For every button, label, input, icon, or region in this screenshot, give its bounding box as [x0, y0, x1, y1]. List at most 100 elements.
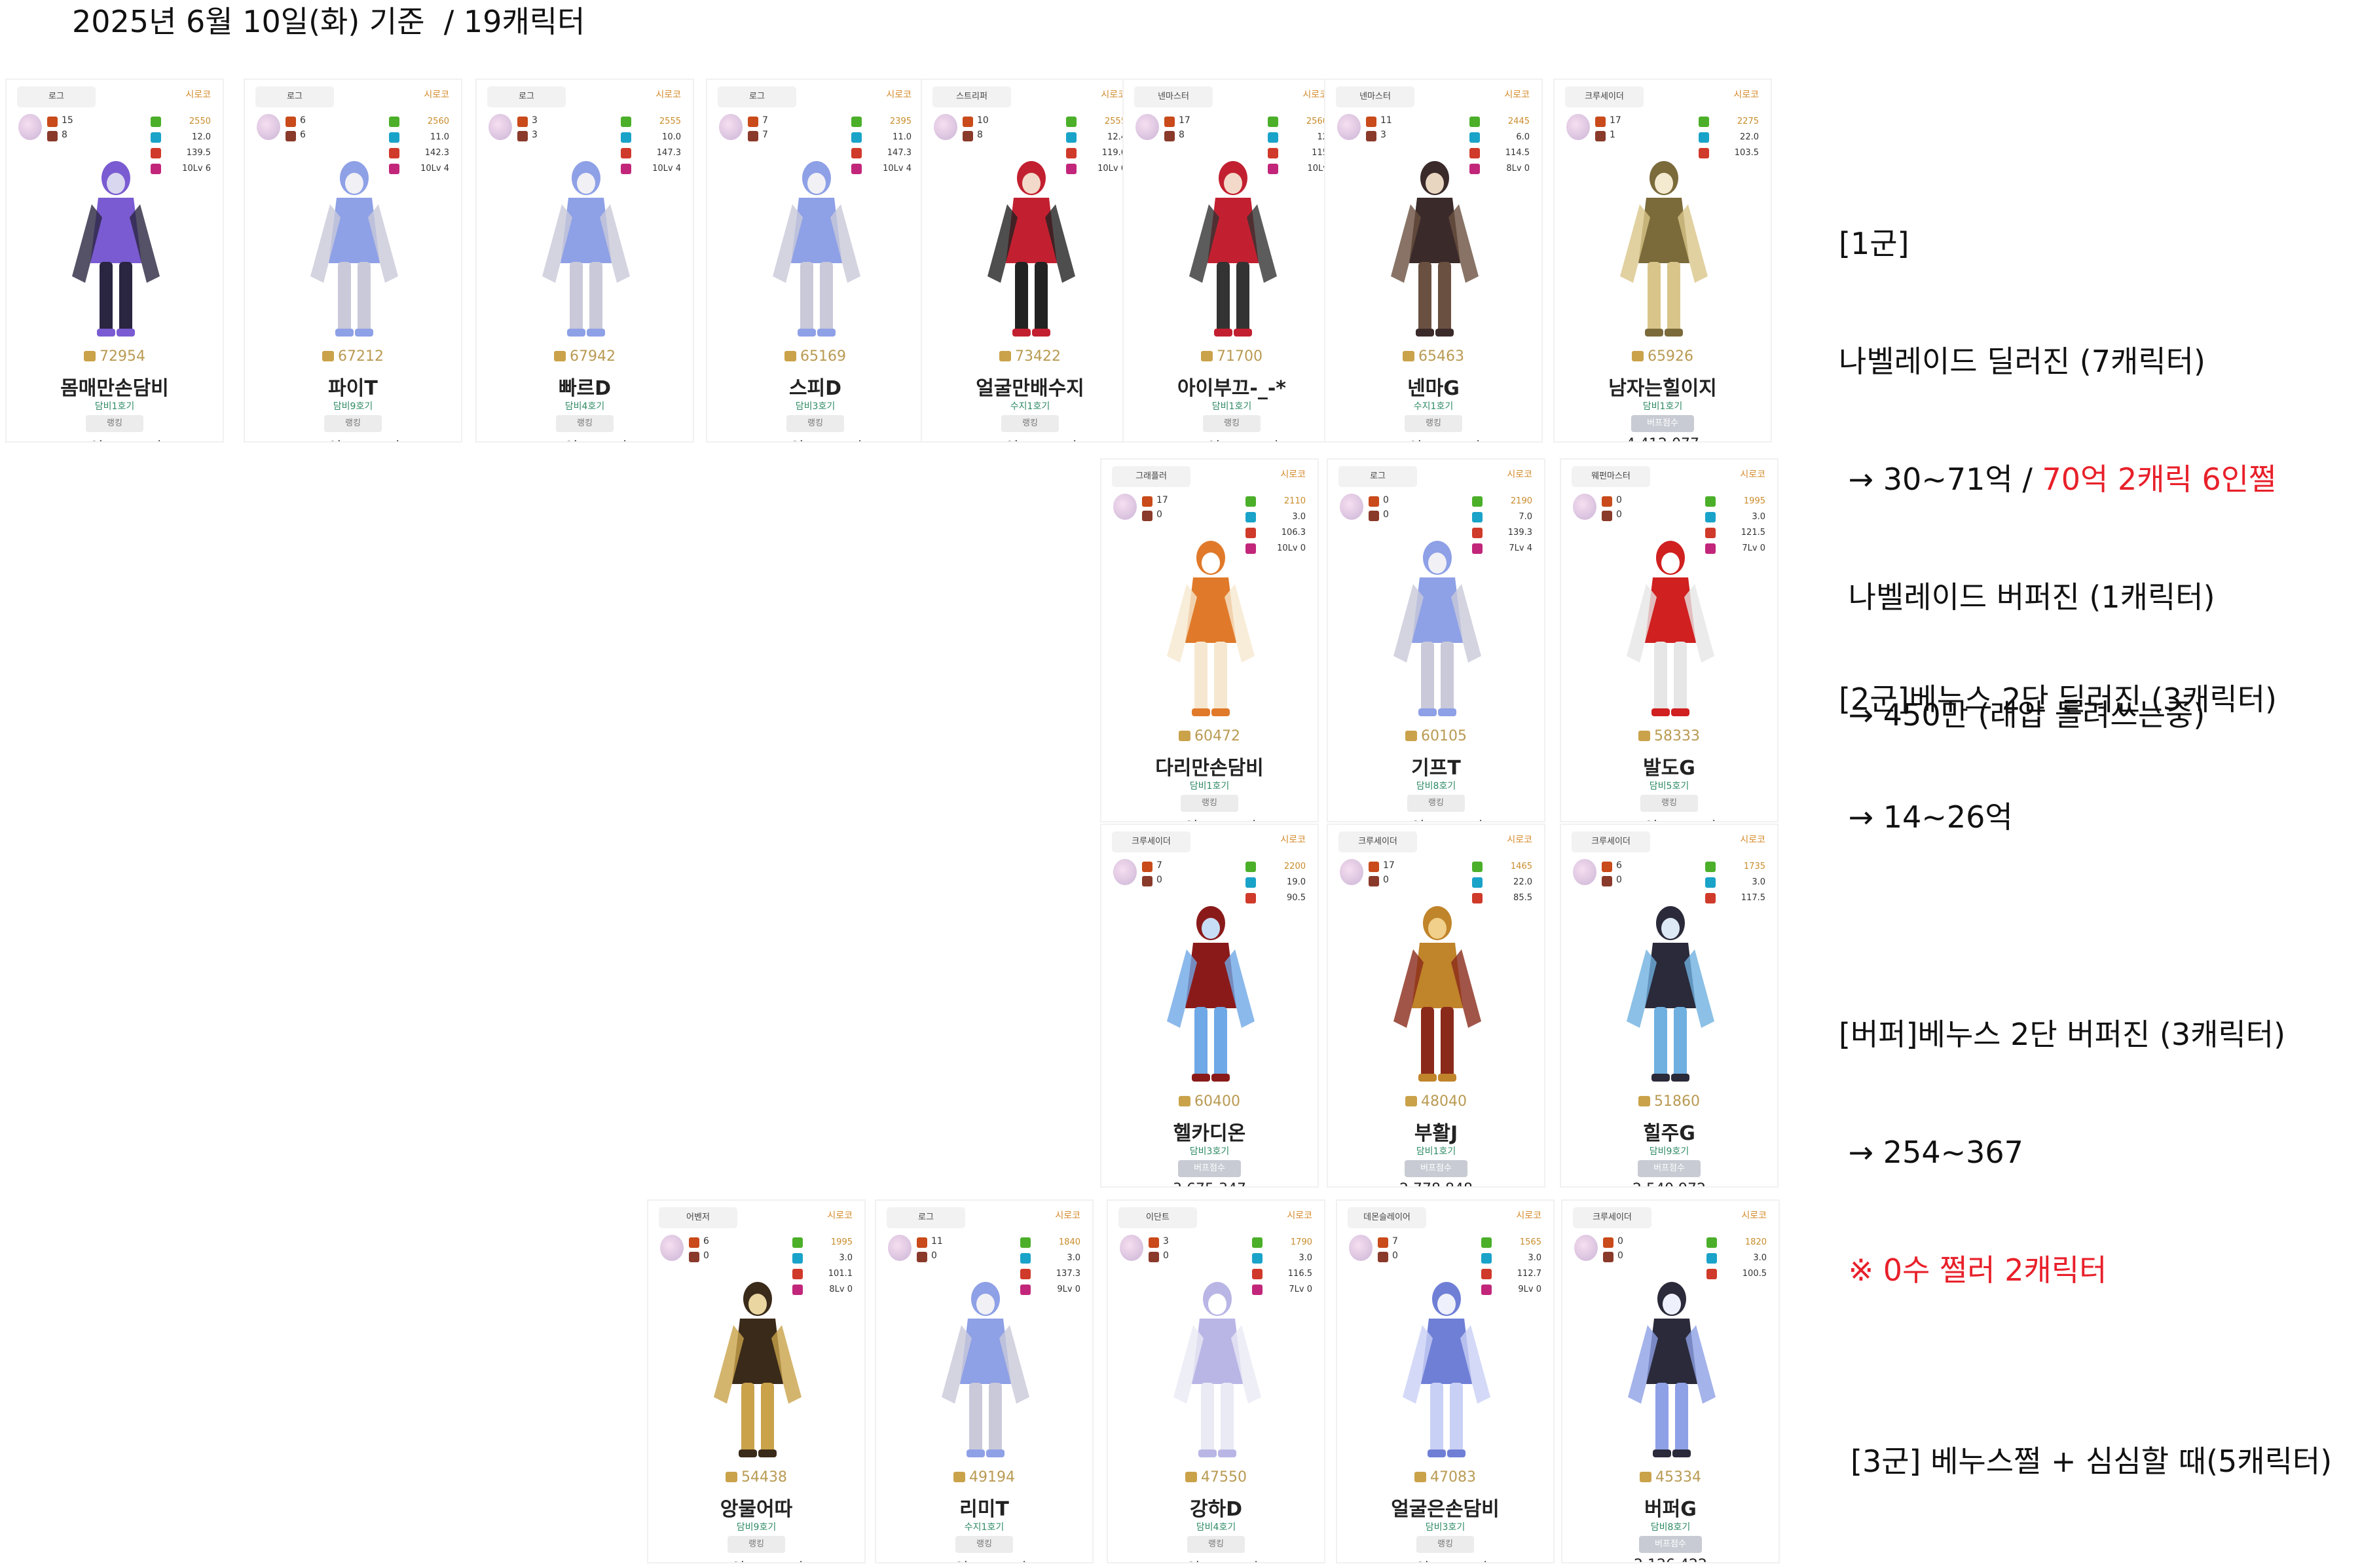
page-title: 2025년 6월 10일(화) 기준 / 19캐릭터 [72, 4, 585, 39]
adventure-group: 담비1호기 [1211, 401, 1252, 412]
stat-row: 2560 [1268, 114, 1328, 130]
adventure-group: 담비9호기 [333, 401, 373, 412]
character-name[interactable]: 남자는힐이지 [1608, 377, 1717, 400]
stat-value: 121.5 [1741, 528, 1765, 538]
score-type-tag: 버프점수 [1405, 1160, 1467, 1177]
fame-value: 60105 [1421, 728, 1467, 744]
avatar [1113, 494, 1137, 520]
score-type-tag: 랭킹 [955, 1536, 1013, 1553]
job-badge: 넨마스터 [1134, 86, 1213, 107]
character-name[interactable]: 앙물어따 [720, 1498, 793, 1521]
character-name[interactable]: 몸매만손담비 [60, 377, 169, 400]
character-sprite [310, 161, 398, 337]
fame-value: 71700 [1217, 348, 1263, 365]
stat-value: 2560 [427, 117, 449, 126]
stat-row: 1790 [1252, 1235, 1312, 1250]
score-value: 39 억 885 만 [477, 436, 693, 441]
character-name[interactable]: 부활J [1414, 1122, 1458, 1145]
server-label: 시로코 [655, 90, 681, 100]
enchant-count: 17 [1156, 495, 1168, 505]
stat-icon [1245, 877, 1256, 888]
server-label: 시로코 [1302, 90, 1328, 100]
stat-value: 2445 [1507, 117, 1530, 126]
aura-icon [1369, 511, 1379, 521]
stat-row: 10Lv [1268, 161, 1328, 177]
enchant-count: 17 [1179, 115, 1190, 126]
aura-icon [1602, 876, 1612, 886]
job-badge: 데몬슬레이어 [1348, 1207, 1426, 1228]
avatar [1349, 1235, 1373, 1261]
adventure-group: 담비1호기 [1416, 1146, 1456, 1157]
character-name[interactable]: 버퍼G [1644, 1498, 1697, 1521]
adventure-group: 담비8호기 [1416, 781, 1456, 792]
character-name[interactable]: 아이부끄-_-* [1177, 377, 1286, 400]
character-name[interactable]: 얼굴만배수지 [976, 377, 1084, 400]
stat-value: 2550 [189, 117, 211, 126]
stat-icon [1252, 1253, 1263, 1264]
stat-row: 1995 [792, 1235, 853, 1250]
character-name[interactable]: 파이T [328, 377, 378, 400]
character-name[interactable]: 얼굴은손담비 [1391, 1498, 1500, 1521]
crown-icon [953, 1472, 965, 1482]
fame-value: 65463 [1418, 348, 1464, 365]
fame-score: 71700 [1124, 348, 1340, 365]
stat-value: 11.0 [430, 132, 449, 142]
stat-row: 2110 [1245, 494, 1306, 509]
adventure-group: 담비9호기 [736, 1522, 777, 1533]
character-sprite [1167, 906, 1255, 1082]
character-name[interactable]: 강하D [1189, 1498, 1243, 1521]
score-type-tag: 버프점수 [1639, 1536, 1702, 1553]
character-name[interactable]: 기프T [1411, 757, 1461, 780]
character-name[interactable]: 다리만손담비 [1155, 757, 1264, 780]
server-label: 시로코 [1740, 469, 1765, 480]
character-name[interactable]: 빠르D [558, 377, 612, 400]
character-name[interactable]: 리미T [959, 1498, 1009, 1521]
stat-row: 2200 [1245, 859, 1306, 875]
stat-row: 100.5 [1706, 1266, 1767, 1282]
creature-icon [1142, 862, 1152, 872]
character-name[interactable]: 스피D [788, 377, 842, 400]
stat-row: 9Lv 0 [1481, 1282, 1541, 1298]
stat-icon [1245, 893, 1256, 903]
stat-icon [1469, 132, 1480, 143]
character-name[interactable]: 넨마G [1407, 377, 1460, 400]
score-value: 30 억 4657 만 [707, 436, 923, 441]
stat-row: 3.0 [1481, 1250, 1541, 1266]
stat-icon [1705, 862, 1716, 872]
score-value: 12 억 1990 만 [648, 1557, 864, 1562]
stat-value: 147.3 [656, 148, 681, 158]
upgrade-count: 3 [532, 130, 538, 140]
stat-icon [151, 164, 161, 174]
character-sprite [1627, 541, 1714, 716]
stat-value: 3.0 [839, 1253, 853, 1263]
character-name[interactable]: 힐주G [1643, 1122, 1695, 1145]
character-name[interactable]: 헬카디온 [1173, 1122, 1246, 1145]
stat-icon [1245, 512, 1256, 522]
stat-icon [1699, 132, 1709, 143]
aura-icon [917, 1252, 927, 1262]
character-name[interactable]: 발도G [1643, 757, 1695, 780]
adventure-group: 담비4호기 [564, 401, 605, 412]
score-value: 2,540,972 [1561, 1181, 1777, 1186]
